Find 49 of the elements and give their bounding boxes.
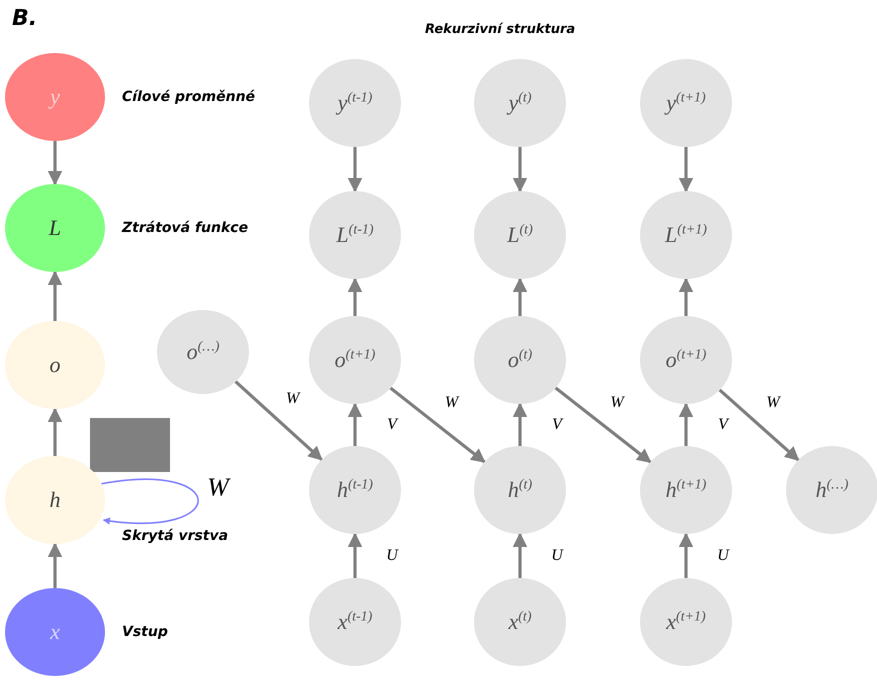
- node-label: o$^{(t+1)}$: [334, 347, 376, 373]
- node-label: x: [50, 619, 60, 645]
- node-label: L: [48, 215, 62, 241]
- node-label: o: [50, 352, 60, 378]
- arrow: [48, 270, 62, 321]
- node-label: L$^{(t)}$: [507, 222, 533, 248]
- node-label: x$^{(t)}$: [508, 609, 532, 635]
- arrow: [390, 386, 486, 464]
- node-label: y$^{(t)}$: [508, 90, 532, 116]
- arrow: [512, 147, 528, 192]
- node-label: h$^{(t)}$: [508, 477, 532, 503]
- arrow: [678, 532, 694, 578]
- arrow: [348, 147, 362, 192]
- node-label: h$^{(t-1)}$: [337, 477, 373, 503]
- node-label: o$^{(t+1)}$: [666, 347, 706, 373]
- arrow: [348, 402, 362, 446]
- node-label: x$^{(t+1)}$: [666, 609, 706, 635]
- node-caption: Skrytá vrstva: [122, 528, 228, 544]
- node-label: h: [50, 487, 60, 513]
- arrow: [554, 386, 652, 464]
- node-label: L$^{(t-1)}$: [336, 222, 374, 248]
- arrow: [512, 402, 528, 446]
- arrow: [348, 532, 362, 578]
- arrow: [348, 278, 362, 316]
- arrow: [512, 532, 528, 578]
- arrow: [101, 478, 199, 524]
- arrow: [678, 402, 694, 446]
- node-label: y$^{(t-1)}$: [338, 90, 372, 116]
- arrow: [48, 542, 62, 588]
- node-label: o$^{(t)}$: [508, 347, 532, 373]
- node-caption: Cílové proměnné: [122, 89, 256, 105]
- node-caption: Vstup: [122, 624, 168, 640]
- node-caption: Ztrátová funkce: [122, 220, 248, 236]
- node-label: o$^{(…)}$: [186, 339, 220, 365]
- arrow: [512, 278, 528, 316]
- panel-letter: B.: [12, 6, 38, 31]
- node-label: h$^{(…)}$: [816, 477, 848, 503]
- arrow: [678, 147, 694, 192]
- arrow: [48, 408, 62, 456]
- arrow: [718, 388, 800, 462]
- arrow: [234, 380, 323, 461]
- node-label: y: [50, 84, 60, 110]
- diagram-title: Rekurzivní struktura: [425, 22, 576, 37]
- node-label: x$^{(t-1)}$: [338, 609, 372, 635]
- node-label: L$^{(t+1)}$: [665, 222, 707, 248]
- arrow: [678, 278, 694, 316]
- node-label: h$^{(t+1)}$: [666, 477, 706, 503]
- node-label: y$^{(t+1)}$: [666, 90, 706, 116]
- arrow: [48, 141, 62, 186]
